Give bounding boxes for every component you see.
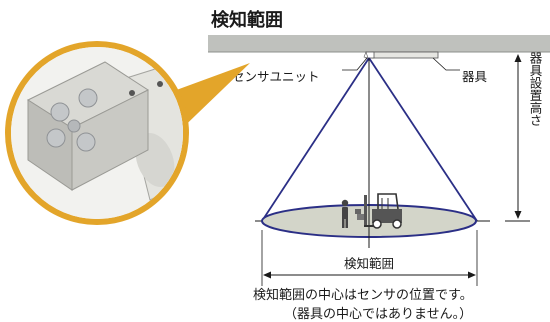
- installation-height-label: 器具設置高さ: [528, 52, 543, 127]
- note-line-1: 検知範囲の中心はセンサの位置です。: [253, 287, 473, 303]
- person-icon: [341, 199, 349, 228]
- fixture-illustration: [363, 51, 439, 59]
- sensor-unit-photo: [11, 47, 183, 219]
- detection-range-label: 検知範囲: [344, 256, 394, 271]
- fixture-label: 器具: [462, 69, 488, 84]
- ceiling: [208, 35, 550, 53]
- sensor-closeup-callout: [5, 41, 250, 225]
- height-dimension: [505, 54, 530, 222]
- sensor-lenses: [46, 88, 98, 152]
- svg-text:器具設置高さ: 器具設置高さ: [528, 52, 543, 127]
- sensor-unit-leader: [342, 57, 368, 71]
- note-line-2: （器具の中心ではありません。）: [284, 307, 472, 322]
- diagram-title: 検知範囲: [211, 9, 283, 31]
- sensor-unit-label: センサユニット: [232, 69, 320, 84]
- detection-cone: [261, 57, 478, 222]
- forklift-icon: [355, 193, 402, 229]
- fixture-leader: [432, 57, 460, 71]
- range-dimension: [261, 230, 478, 286]
